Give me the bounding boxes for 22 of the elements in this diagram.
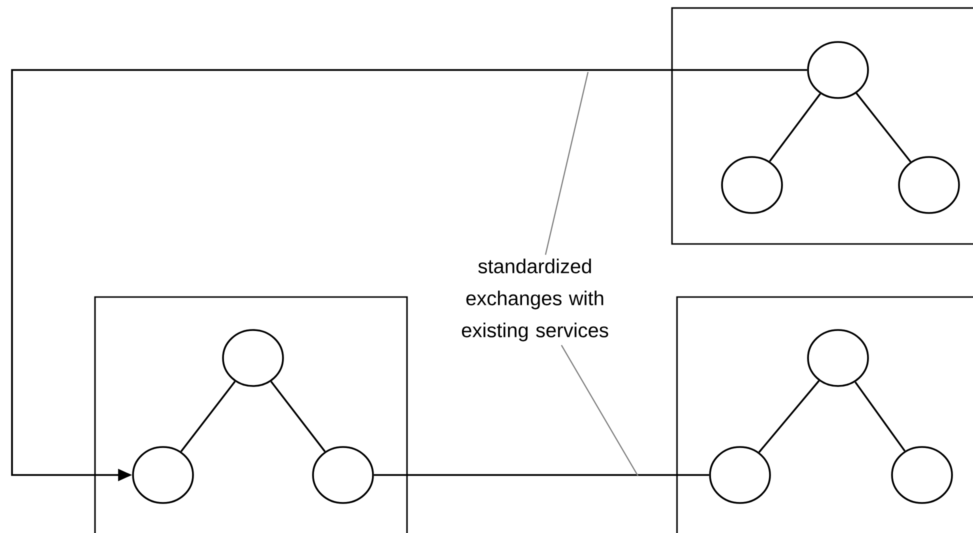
connector-line	[758, 380, 820, 453]
tree-node-circle	[807, 329, 869, 387]
tree-node-circle	[807, 41, 869, 99]
connector-line	[374, 474, 710, 476]
service-box	[94, 296, 408, 533]
tree-node-circle	[709, 446, 771, 504]
connector-line	[270, 380, 326, 452]
annotation-text: standardized exchanges with existing services	[462, 258, 608, 342]
tree-node-circle	[222, 329, 284, 387]
leader-line	[560, 344, 639, 476]
connector-line	[769, 93, 822, 162]
tree-node-circle	[132, 446, 194, 504]
connector-line	[180, 380, 236, 452]
service-box	[671, 7, 973, 245]
tree-node-circle	[721, 156, 783, 214]
tree-node-circle	[898, 156, 960, 214]
leader-line	[544, 72, 589, 255]
connector-line	[854, 381, 906, 452]
tree-node-circle	[312, 446, 374, 504]
service-box	[676, 296, 973, 533]
tree-node-circle	[891, 446, 953, 504]
connector-line	[856, 92, 912, 162]
